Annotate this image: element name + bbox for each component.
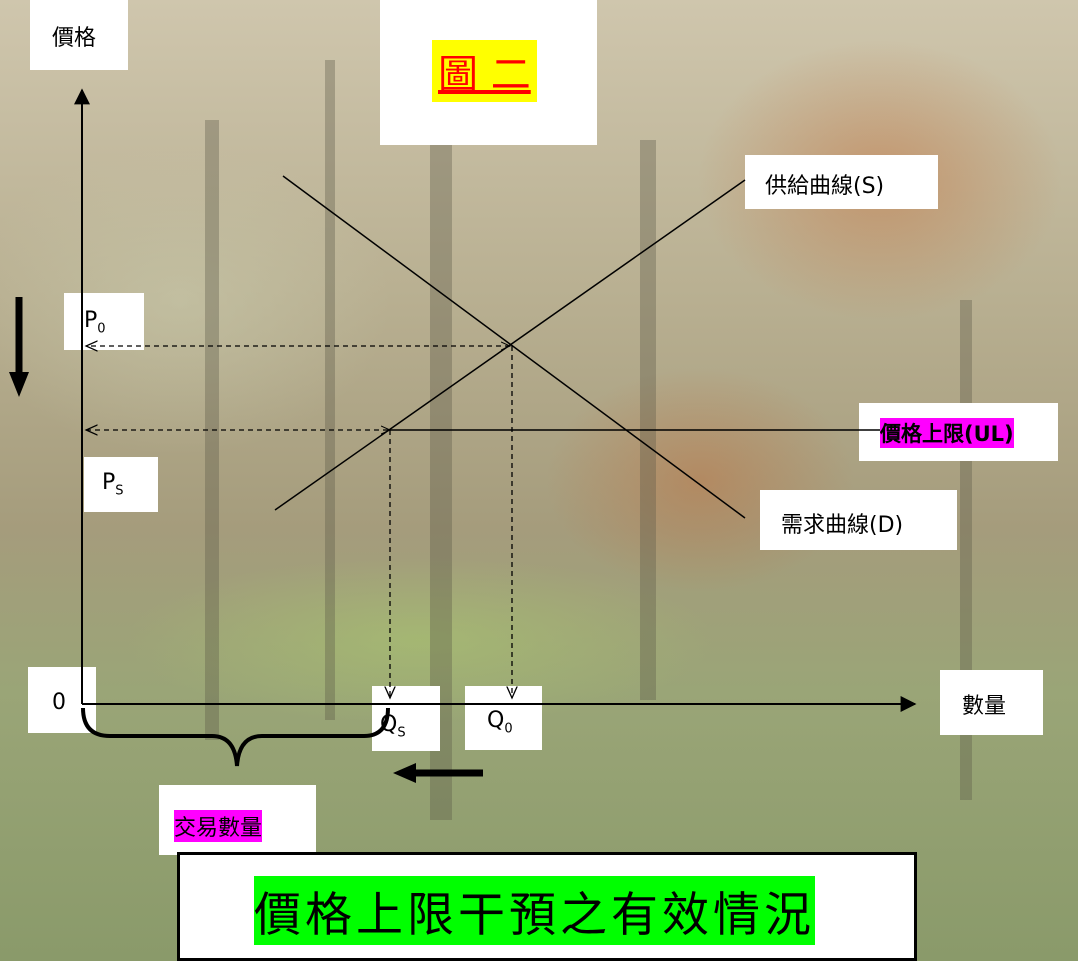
traded-quantity-label: 交易數量: [174, 810, 263, 842]
figure-title-text: 圖 二: [438, 52, 531, 98]
supply-label-box: [745, 155, 938, 209]
demand-curve-label: 需求曲線(D): [781, 513, 904, 538]
p0-label-box: [64, 293, 144, 350]
quantity-left-arrow-head: [393, 763, 416, 783]
traded-quantity-brace: [81, 707, 390, 767]
qs-label-box: [372, 686, 440, 751]
x-axis-label: 數量: [962, 694, 1007, 719]
p0-label: P0: [84, 308, 106, 337]
price-down-arrow-head: [9, 372, 29, 397]
caption: 價格上限干預之有效情況: [254, 876, 815, 945]
figure-title: 圖 二: [432, 40, 537, 102]
q0-label: Q0: [487, 708, 513, 737]
supply-curve-label: 供給曲線(S): [765, 174, 885, 199]
price-ceiling-label: 價格上限(UL): [880, 418, 1014, 448]
x-axis-label-box: [940, 670, 1043, 735]
ps-label: PS: [102, 470, 124, 499]
demand-curve: [282, 175, 746, 519]
demand-label-box: [760, 490, 957, 550]
ps-label-box: [84, 457, 158, 512]
supply-curve: [274, 179, 746, 511]
y-axis-label-box: [30, 0, 128, 70]
origin-label: 0: [52, 690, 66, 715]
q0-label-box: [465, 686, 542, 750]
y-axis-label: 價格: [52, 26, 97, 51]
qs-label: QS: [380, 712, 406, 741]
